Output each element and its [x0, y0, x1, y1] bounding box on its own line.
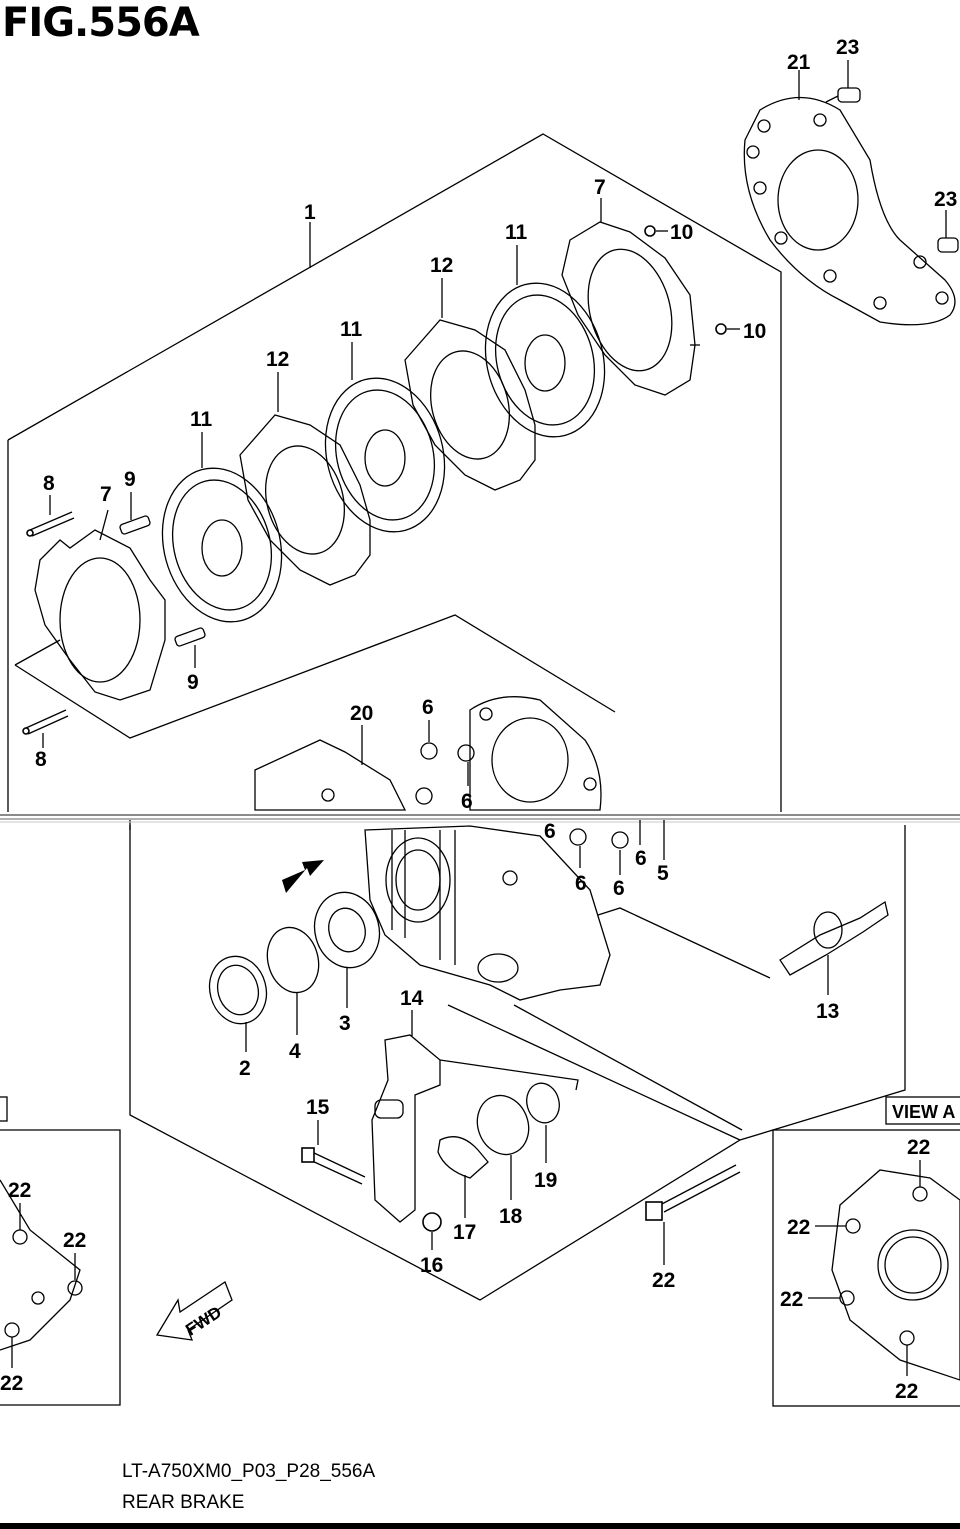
mounting-bolt	[645, 1164, 741, 1265]
ball-group-lower	[569, 820, 665, 875]
callout-23-top: 23	[836, 36, 859, 59]
flow-arrow	[282, 860, 324, 893]
callout-22-view-left: 22	[787, 1216, 810, 1239]
callout-6a: 6	[422, 696, 434, 719]
cover-frame	[14, 614, 616, 739]
view-a-panel	[772, 1096, 960, 1407]
ball-group-upper	[415, 720, 475, 805]
callout-11-middle: 11	[340, 318, 363, 341]
friction-disc-middle	[324, 342, 446, 533]
callout-12-left: 12	[266, 348, 289, 371]
callout-6d: 6	[575, 872, 587, 895]
callout-7-right: 7	[594, 176, 606, 199]
callout-6e: 6	[613, 877, 625, 900]
fwd-label: FWD	[182, 1303, 225, 1340]
brake-cover	[254, 725, 407, 811]
shaft-seal	[526, 1082, 560, 1163]
circlip	[266, 926, 320, 1035]
callout-19: 19	[534, 1169, 557, 1192]
callout-22-left-top: 22	[8, 1179, 31, 1202]
callout-10-lower: 10	[743, 320, 766, 343]
bolt-upper	[26, 495, 75, 537]
brake-lever	[371, 1010, 579, 1223]
pressure-plate-left	[14, 509, 166, 701]
callout-22-left-right: 22	[63, 1229, 86, 1252]
callout-9-upper: 9	[124, 468, 136, 491]
friction-disc-right	[484, 245, 606, 438]
callout-6b: 6	[461, 790, 473, 813]
brake-assembly-outline	[7, 133, 782, 812]
separator-plate-left	[239, 372, 371, 586]
nut-lower	[715, 323, 740, 335]
bolt-lower	[22, 709, 69, 748]
callout-9-lower: 9	[187, 671, 199, 694]
callout-22-view-top: 22	[907, 1136, 930, 1159]
callout-6f: 6	[635, 847, 647, 870]
callout-16: 16	[420, 1254, 443, 1277]
left-view-panel	[0, 1096, 121, 1406]
spring-lower	[174, 627, 206, 668]
callout-8-lower: 8	[35, 748, 47, 771]
gasket	[743, 60, 959, 326]
scan-seam	[0, 814, 960, 823]
brake-shaft	[597, 900, 889, 995]
bearing	[313, 891, 381, 1008]
lever-nut	[422, 1212, 442, 1250]
callout-14: 14	[400, 987, 424, 1010]
callout-8-upper: 8	[43, 472, 55, 495]
callout-6c: 6	[544, 820, 556, 843]
callout-17: 17	[453, 1221, 476, 1244]
callout-22-left-bottom: 22	[0, 1372, 23, 1395]
drawing-code: LT-A750XM0_P03_P28_556A	[122, 1461, 376, 1482]
friction-disc-left	[161, 432, 283, 623]
figure-title: FIG.556A	[2, 0, 200, 46]
callout-4: 4	[289, 1040, 301, 1063]
callout-labels: 1 2 3 4 5 6 6 6 6 6 6 7 7 8 8 9 9 10 10 …	[0, 36, 957, 1403]
pressure-plate-right	[561, 198, 700, 396]
oil-seal	[208, 955, 268, 1052]
return-spring	[476, 1094, 530, 1200]
assembly-guide-lines	[447, 1004, 743, 1141]
figure-name: REAR BRAKE	[122, 1492, 245, 1513]
brake-cam	[437, 1136, 489, 1218]
callout-18: 18	[499, 1205, 523, 1228]
nut-upper	[644, 225, 668, 237]
callout-11-right: 11	[505, 221, 528, 244]
callout-3: 3	[339, 1012, 351, 1035]
view-a-label: VIEW A	[892, 1102, 955, 1122]
brake-case-upper	[469, 696, 602, 811]
brake-housing	[364, 825, 611, 1001]
callout-2: 2	[239, 1057, 251, 1080]
lever-bolt	[301, 1120, 366, 1185]
forward-arrow	[155, 1281, 233, 1341]
callout-13: 13	[816, 1000, 839, 1023]
callout-12-right: 12	[430, 254, 453, 277]
callout-7-left: 7	[100, 483, 112, 506]
spring-upper	[119, 492, 151, 535]
callout-1: 1	[304, 201, 316, 224]
callout-21: 21	[787, 51, 811, 74]
callout-5: 5	[657, 862, 669, 885]
callout-22-view-bottom: 22	[895, 1380, 918, 1403]
callout-22-view-lower: 22	[780, 1288, 803, 1311]
callout-22-bolt: 22	[652, 1269, 675, 1292]
callout-15: 15	[306, 1096, 330, 1119]
bottom-border	[0, 1523, 960, 1529]
callout-11-left: 11	[190, 408, 213, 431]
separator-plate-right	[404, 278, 536, 491]
callout-20: 20	[350, 702, 373, 725]
callout-23-right: 23	[934, 188, 957, 211]
callout-10-upper: 10	[670, 221, 693, 244]
